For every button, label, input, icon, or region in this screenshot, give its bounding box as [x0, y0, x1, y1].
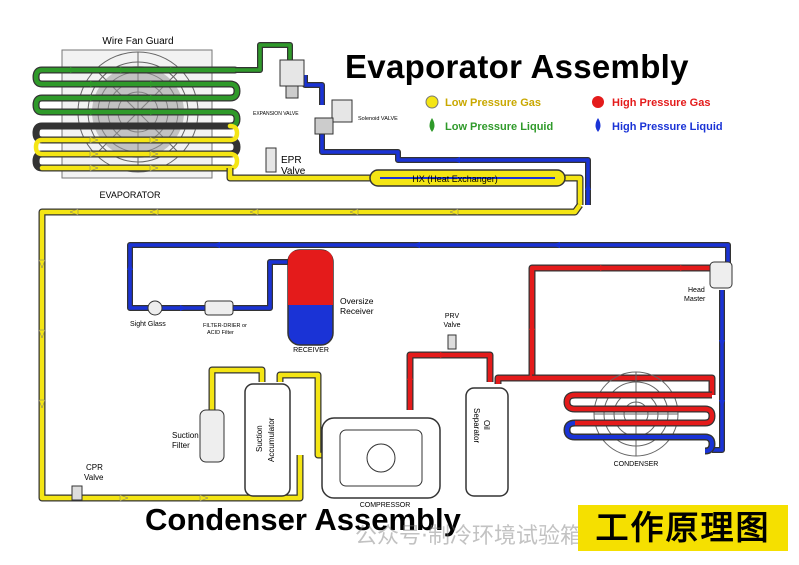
suction-flow-arrows [38, 208, 459, 502]
legend-high-pressure-gas: High Pressure Gas [612, 97, 710, 109]
condenser-assembly-title: Condenser Assembly [145, 502, 461, 537]
condenser-fan-icon [593, 371, 679, 457]
watermark-text: 公众号·制冷环境试验箱 [355, 524, 582, 549]
head-label: Head [688, 287, 705, 294]
filter-drier-label-1: FILTER-DRIER or [203, 323, 247, 329]
suction-filter-label-1: Suction [172, 431, 199, 440]
working-principle-banner: 工作原理图 [578, 505, 788, 551]
cpr-valve-label: Valve [84, 473, 104, 482]
receiver-caps-label: RECEIVER [293, 347, 329, 354]
legend-low-pressure-gas-icon [425, 95, 439, 109]
heat-exchanger: HX (Heat Exchanger) [369, 169, 566, 187]
condenser-label: CONDENSER [614, 461, 659, 468]
oil-separator: Oil Separator [465, 387, 509, 497]
legend-high-pressure-liquid-icon [595, 118, 601, 132]
condenser-coil [563, 391, 716, 455]
expansion-valve-label: EXPANSION VALVE [253, 111, 299, 117]
legend: Low Pressure Gas Low Pressure Liquid Hig… [425, 95, 723, 133]
sight-glass-label: Sight Glass [130, 321, 166, 328]
wire-fan-guard-label: Wire Fan Guard [102, 36, 173, 47]
master-label: Master [684, 296, 706, 303]
coil-gas-arrows [89, 136, 159, 172]
prv-label: PRV [445, 313, 460, 320]
suction-accumulator: Suction Accumulator [244, 383, 291, 497]
receiver-label: Receiver [340, 306, 374, 316]
solenoid-valve: Solenoid VALVE [314, 99, 398, 135]
suction-accumulator-label-1: Suction [255, 425, 264, 452]
prv-valve-label: Valve [444, 322, 461, 329]
prv-valve: PRV Valve [444, 313, 461, 350]
oil-separator-label-2: Separator [472, 408, 481, 443]
solenoid-valve-label: Solenoid VALVE [358, 116, 398, 122]
compressor-label: COMPRESSOR [360, 502, 411, 509]
cpr-valve: CPR Valve [71, 463, 104, 501]
cpr-label: CPR [86, 463, 103, 472]
expansion-valve: EXPANSION VALVE [253, 59, 305, 117]
epr-valve: EPR Valve [265, 147, 306, 177]
filter-drier: FILTER-DRIER or ACID Filter [203, 300, 247, 336]
compressor-unit: COMPRESSOR [321, 417, 441, 509]
sight-glass: Sight Glass [130, 300, 166, 328]
coil-flow-arrows [70, 67, 178, 115]
suction-filter: Suction Filter [172, 409, 225, 463]
head-master: Head Master [684, 261, 733, 303]
suction-filter-label-2: Filter [172, 441, 190, 450]
hot-gas-flow-arrows [407, 265, 688, 380]
suction-accumulator-label-2: Accumulator [267, 417, 276, 462]
liquid-flow-arrows [127, 157, 725, 408]
epr-label: EPR [281, 155, 302, 166]
legend-high-pressure-gas-icon [592, 96, 604, 108]
condenser-unit: CONDENSER [563, 371, 716, 468]
legend-high-pressure-liquid: High Pressure Liquid [612, 121, 723, 133]
receiver-tank: Oversize Receiver RECEIVER [287, 249, 374, 354]
legend-low-pressure-gas: Low Pressure Gas [445, 97, 541, 109]
legend-low-pressure-liquid-icon [429, 118, 435, 132]
oil-separator-label-1: Oil [482, 420, 491, 430]
epr-valve-label: Valve [281, 166, 306, 177]
filter-drier-label-2: ACID Filter [207, 330, 234, 336]
legend-low-pressure-liquid: Low Pressure Liquid [445, 121, 553, 133]
evaporator-assembly-title: Evaporator Assembly [345, 48, 689, 85]
evaporator-unit: Wire Fan Guard EVAPORATOR [32, 36, 241, 200]
oversize-label: Oversize [340, 296, 374, 306]
hx-label: HX (Heat Exchanger) [412, 174, 498, 184]
evaporator-label: EVAPORATOR [99, 190, 161, 200]
evaporator-coil [32, 66, 241, 172]
